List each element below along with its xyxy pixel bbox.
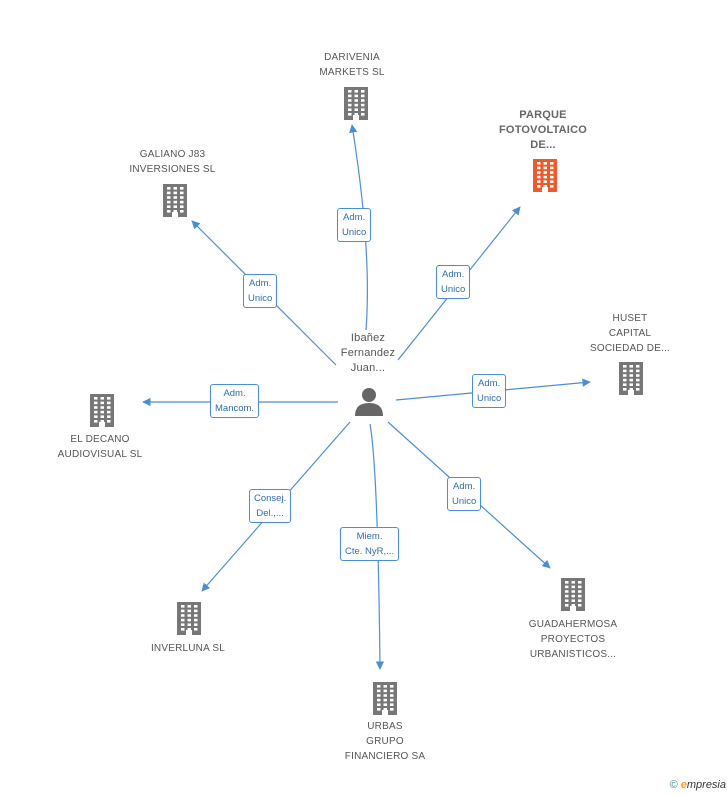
company-label-darivenia[interactable]: DARIVENIA MARKETS SL bbox=[319, 52, 385, 78]
brand-logo-text: mpresia bbox=[686, 779, 726, 791]
role-label-inverluna: Consej. Del.,... bbox=[249, 489, 292, 523]
role-label-parque: Adm. Unico bbox=[436, 265, 471, 299]
brand-logo-e: e bbox=[680, 779, 687, 791]
company-label-decano[interactable]: EL DECANO AUDIOVISUAL SL bbox=[57, 434, 143, 460]
company-label-galiano[interactable]: GALIANO J83 INVERSIONES SL bbox=[129, 149, 216, 175]
role-label-huset: Adm. Unico bbox=[472, 374, 507, 408]
footer-brand: © empresia bbox=[670, 779, 726, 791]
company-label-guadahermosa[interactable]: GUADAHERMOSA PROYECTOS URBANISTICOS... bbox=[528, 619, 618, 660]
company-label-parque[interactable]: PARQUE FOTOVOLTAICO DE... bbox=[499, 109, 587, 151]
building-icon[interactable] bbox=[174, 601, 204, 640]
edge-urbas bbox=[369, 423, 385, 670]
company-label-huset[interactable]: HUSET CAPITAL SOCIEDAD DE... bbox=[589, 313, 671, 354]
building-icon[interactable] bbox=[616, 361, 646, 400]
center-person-label[interactable]: Ibañez Fernandez Juan... bbox=[340, 332, 396, 374]
role-label-decano: Adm. Mancom. bbox=[210, 384, 260, 418]
building-icon[interactable] bbox=[530, 158, 560, 197]
building-icon[interactable] bbox=[370, 681, 400, 720]
company-label-inverluna[interactable]: INVERLUNA SL bbox=[150, 643, 226, 654]
building-icon[interactable] bbox=[341, 86, 371, 125]
role-label-galiano: Adm. Unico bbox=[243, 274, 278, 308]
company-label-urbas[interactable]: URBAS GRUPO FINANCIERO SA bbox=[344, 721, 426, 762]
copyright-symbol: © bbox=[669, 779, 678, 791]
building-icon[interactable] bbox=[558, 577, 588, 616]
building-icon[interactable] bbox=[87, 393, 117, 432]
person-icon[interactable] bbox=[354, 386, 384, 421]
building-icon[interactable] bbox=[160, 183, 190, 222]
role-label-urbas: Miem. Cte. NyR,... bbox=[340, 527, 400, 561]
role-label-guadahermosa: Adm. Unico bbox=[447, 477, 482, 511]
role-label-darivenia: Adm. Unico bbox=[337, 208, 372, 242]
